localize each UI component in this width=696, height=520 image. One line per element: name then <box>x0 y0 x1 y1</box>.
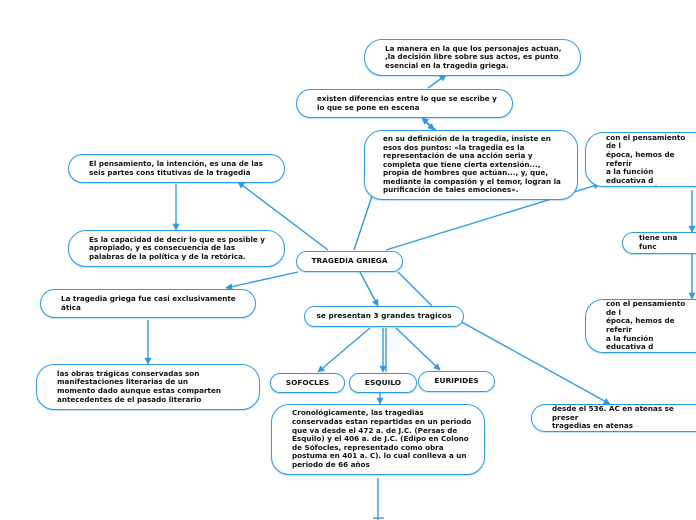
node-pensamiento-text: El pensamiento, la intención, es una de … <box>89 158 263 177</box>
node-relacion1[interactable]: Al tratar la relación de l con el pensam… <box>585 132 696 187</box>
edge-root-definicion <box>353 195 373 251</box>
edge-diferencias-definicion <box>421 117 435 131</box>
node-diferencias[interactable]: existen diferencias entre lo que se escr… <box>296 89 513 118</box>
node-sofocles-text: SOFOCLES <box>285 377 330 387</box>
node-cronologia-text: Cronológicamente, las tragedias conserva… <box>292 408 472 469</box>
node-relacion2-text: Al tratar la relación de l con el pensam… <box>606 299 686 352</box>
edge-root-pensamiento <box>237 181 329 251</box>
node-euripides[interactable]: EURIPIDES <box>418 371 495 392</box>
node-root[interactable]: TRAGEDIA GRIEGA <box>296 251 403 272</box>
node-manera-text: La manera en la que los personajes actua… <box>385 43 562 70</box>
node-grandes-text: se presentan 3 grandes tragicos <box>316 311 452 321</box>
edge-root-atica <box>225 271 299 291</box>
node-euripides-text: EURIPIDES <box>434 376 479 386</box>
edge-root-grandes <box>359 271 379 307</box>
node-capacidad[interactable]: Es la capacidad de decir lo que es posib… <box>68 230 285 267</box>
node-obras[interactable]: las obras trágicas conservadas son manif… <box>36 364 260 410</box>
node-definicion-text: en su definición de la tragedia, insiste… <box>383 133 561 195</box>
node-relacion2[interactable]: Al tratar la relación de l con el pensam… <box>585 299 696 353</box>
node-root-text: TRAGEDIA GRIEGA <box>311 256 388 266</box>
edge-grandes-desde536 <box>457 319 611 405</box>
node-esquilo[interactable]: ESQUILO <box>349 373 417 393</box>
node-capacidad-text: Es la capacidad de decir lo que es posib… <box>89 234 265 261</box>
node-esquilo-text: ESQUILO <box>364 377 402 387</box>
node-atica-text: La tragedia griega fue casi exclusivamen… <box>61 293 236 312</box>
edge-diferencias-manera <box>427 74 447 89</box>
node-desde536[interactable]: desde el 536. AC en atenas se preser tra… <box>531 404 696 432</box>
node-manera[interactable]: La manera en la que los personajes actua… <box>364 39 581 76</box>
node-grandes[interactable]: se presentan 3 grandes tragicos <box>304 306 464 327</box>
edge-root-desde536 <box>397 271 433 307</box>
node-atica[interactable]: La tragedia griega fue casi exclusivamen… <box>40 289 256 318</box>
node-obras-text: las obras trágicas conservadas son manif… <box>57 368 221 404</box>
node-diferencias-text: existen diferencias entre lo que se escr… <box>317 93 497 112</box>
node-desde536-text: desde el 536. AC en atenas se preser tra… <box>552 404 674 431</box>
node-relacion1-text: Al tratar la relación de l con el pensam… <box>606 132 686 186</box>
node-sofocles[interactable]: SOFOCLES <box>270 373 345 393</box>
node-cronologia[interactable]: Cronológicamente, las tragedias conserva… <box>271 404 485 475</box>
node-funcion[interactable]: tiene una func <box>622 232 696 254</box>
node-pensamiento[interactable]: El pensamiento, la intención, es una de … <box>68 154 285 183</box>
node-definicion[interactable]: en su definición de la tragedia, insiste… <box>364 130 578 200</box>
edge-grandes-euripides <box>395 327 441 371</box>
edge-grandes-sofocles <box>317 327 371 373</box>
node-funcion-text: tiene una func <box>639 233 678 251</box>
